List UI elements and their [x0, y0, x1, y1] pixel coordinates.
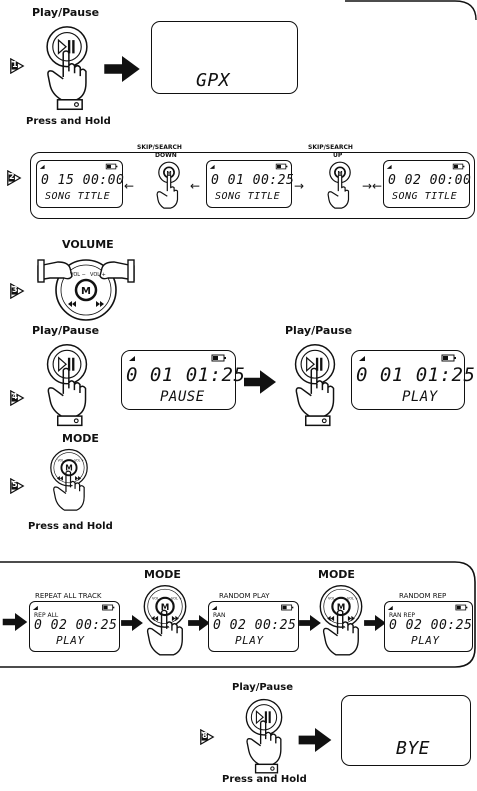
step6-arrow-in-icon: [2, 613, 28, 631]
step6-d3-display: RAN REP 0 02 00:25 PLAY: [384, 601, 473, 652]
step2-mid-line1: 0 01 00:25: [211, 173, 295, 188]
step6-d2-display: RAN 0 02 00:25 PLAY: [208, 601, 299, 652]
step2-mid-line2: SONG TITLE: [215, 191, 281, 202]
step2-arrow-left-2: ←: [190, 179, 201, 193]
step6-d1-caption: REPEAT ALL TRACK: [35, 592, 102, 600]
step4-pause-line2: PAUSE: [160, 389, 205, 405]
step4-hand-play-pause-icon-1: [38, 342, 96, 430]
step4-play-line2: PLAY: [402, 389, 438, 405]
step8-bottom-label: Press and Hold: [222, 774, 307, 785]
step4-left-label: Play/Pause: [32, 324, 100, 337]
step4-play-line1: 0 01 01:25: [356, 364, 476, 386]
svg-text:M: M: [81, 286, 91, 297]
step2-badge-number: 2: [9, 172, 15, 181]
step6-d3-line2: PLAY: [411, 634, 440, 647]
lcd-indicator-icon: [39, 163, 119, 170]
step6-d2-line1: 0 02 00:25: [213, 618, 297, 633]
step2-arrow-right-1: →: [294, 179, 305, 193]
step4-pause-display: 0 01 01:25 PAUSE: [121, 350, 245, 410]
step4-play-display: 0 01 01:25 PLAY: [351, 350, 475, 410]
step5-hand-mode-wheel-icon: [40, 448, 98, 520]
step5-label: MODE: [62, 432, 99, 445]
step2-mid-display: 0 01 00:25 SONG TITLE: [206, 160, 295, 208]
step5-bottom-label: Press and Hold: [28, 521, 113, 532]
step6-arrow-2-icon: [188, 615, 210, 631]
step6-d1-line1: 0 02 00:25: [34, 618, 118, 633]
step1-hand-play-pause-icon: [38, 24, 96, 114]
step4-pause-line1: 0 01 01:25: [126, 364, 246, 386]
step2-skip-up-hand-icon: [323, 160, 357, 212]
step3-volume-wheel-icon: M: [37, 259, 135, 321]
step6-d3-tag: RAN REP: [389, 612, 416, 619]
step8-badge-number: 8: [202, 731, 208, 740]
step6-d2-caption: RANDOM PLAY: [219, 592, 270, 600]
step6-d1-display: REP ALL 0 02 00:25 PLAY: [29, 601, 120, 652]
step2-arrow-left-1: ←: [124, 179, 135, 193]
step3-label: VOLUME: [62, 238, 114, 251]
step8-display-text: BYE: [396, 738, 431, 759]
step1-top-label: Play/Pause: [32, 6, 100, 19]
step5-badge-number: 5: [12, 480, 18, 489]
step2-panel: [30, 152, 475, 219]
step2-left-display: 0 15 00:00 SONG TITLE: [36, 160, 125, 208]
step6-d3-line1: 0 02 00:25: [389, 618, 473, 633]
step6-mode-label-2: MODE: [318, 568, 355, 581]
step6-hand-mode-icon-2: [314, 584, 368, 666]
step1-lcd-display: GPX: [151, 21, 298, 94]
step2-arrow-right-2: →←: [362, 179, 383, 193]
step1-arrow-icon: [104, 56, 140, 82]
step6-d2-line2: PLAY: [235, 634, 264, 647]
step2-right-line1: 0 02 00:00: [388, 173, 472, 188]
step6-panel: [0, 561, 476, 668]
step6-d2-tag: RAN: [213, 612, 226, 619]
step2-left-line1: 0 15 00:00: [41, 173, 125, 188]
step2-right-display: 0 02 00:00 SONG TITLE: [383, 160, 472, 208]
step4-right-label: Play/Pause: [285, 324, 353, 337]
step4-hand-play-pause-icon-2: [286, 342, 344, 430]
step1-display-text: GPX: [196, 70, 231, 91]
step2-right-line2: SONG TITLE: [392, 191, 458, 202]
step2-skip-up-label-2: UP: [333, 152, 343, 159]
step6-d1-line2: PLAY: [56, 634, 85, 647]
step8-hand-play-pause-icon: [236, 697, 292, 777]
lcd-indicator-icon: [356, 354, 460, 362]
step2-skip-down-label-1: SKIP/SEARCH: [137, 144, 182, 151]
lcd-indicator-icon: [126, 354, 230, 362]
step8-arrow-icon: [298, 728, 332, 752]
lcd-indicator-icon: [209, 163, 289, 170]
step1-bottom-label: Press and Hold: [26, 116, 111, 127]
step2-skip-down-label-2: DOWN: [155, 152, 177, 159]
step6-d3-caption: RANDOM REP: [399, 592, 447, 600]
step2-skip-down-hand-icon: [152, 160, 186, 212]
step6-hand-mode-icon-1: [138, 584, 192, 666]
step8-top-label: Play/Pause: [232, 682, 294, 693]
lcd-indicator-icon: [386, 163, 466, 170]
page-frame-curve: [345, 0, 477, 21]
step3-vol-plus-label: VOL +: [90, 272, 106, 278]
lcd-indicator-icon: [211, 604, 295, 611]
step4-arrow-icon: [244, 370, 276, 394]
step3-vol-minus-label: VOL −: [70, 272, 86, 278]
lcd-indicator-icon: [387, 604, 469, 611]
step6-mode-label-1: MODE: [144, 568, 181, 581]
step8-lcd-display: BYE: [341, 695, 471, 766]
lcd-indicator-icon: [32, 604, 116, 611]
step3-badge-number: 3: [12, 285, 18, 294]
step6-arrow-4-icon: [364, 615, 386, 631]
step2-skip-up-label-1: SKIP/SEARCH: [308, 144, 353, 151]
step6-d1-tag: REP ALL: [34, 612, 59, 619]
step2-left-line2: SONG TITLE: [45, 191, 111, 202]
step4-badge-number: 4: [12, 392, 18, 401]
step1-badge-number: 1: [12, 60, 18, 69]
